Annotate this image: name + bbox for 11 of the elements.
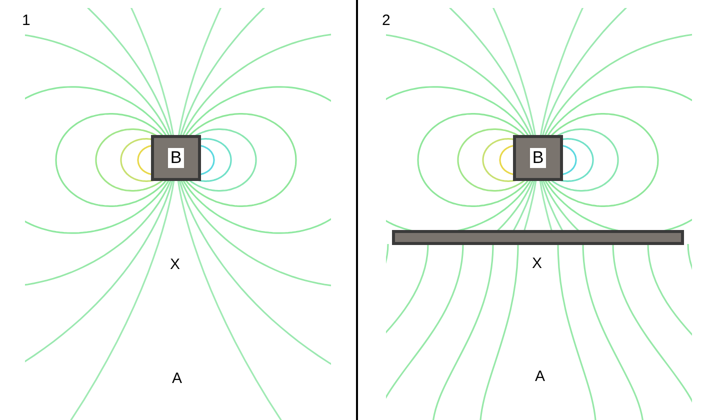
panel-number: 2 <box>382 12 390 29</box>
magnet-letter: B <box>168 148 184 168</box>
point-letter: X <box>170 256 180 273</box>
panel-number: 1 <box>22 12 30 29</box>
metal-bar <box>392 230 684 245</box>
point-letter: A <box>535 368 546 385</box>
point-letter: X <box>532 255 542 272</box>
magnet-block <box>151 135 201 181</box>
point-letter: A <box>172 370 182 387</box>
magnet-block <box>513 135 563 181</box>
magnet-letter: B <box>530 148 546 168</box>
